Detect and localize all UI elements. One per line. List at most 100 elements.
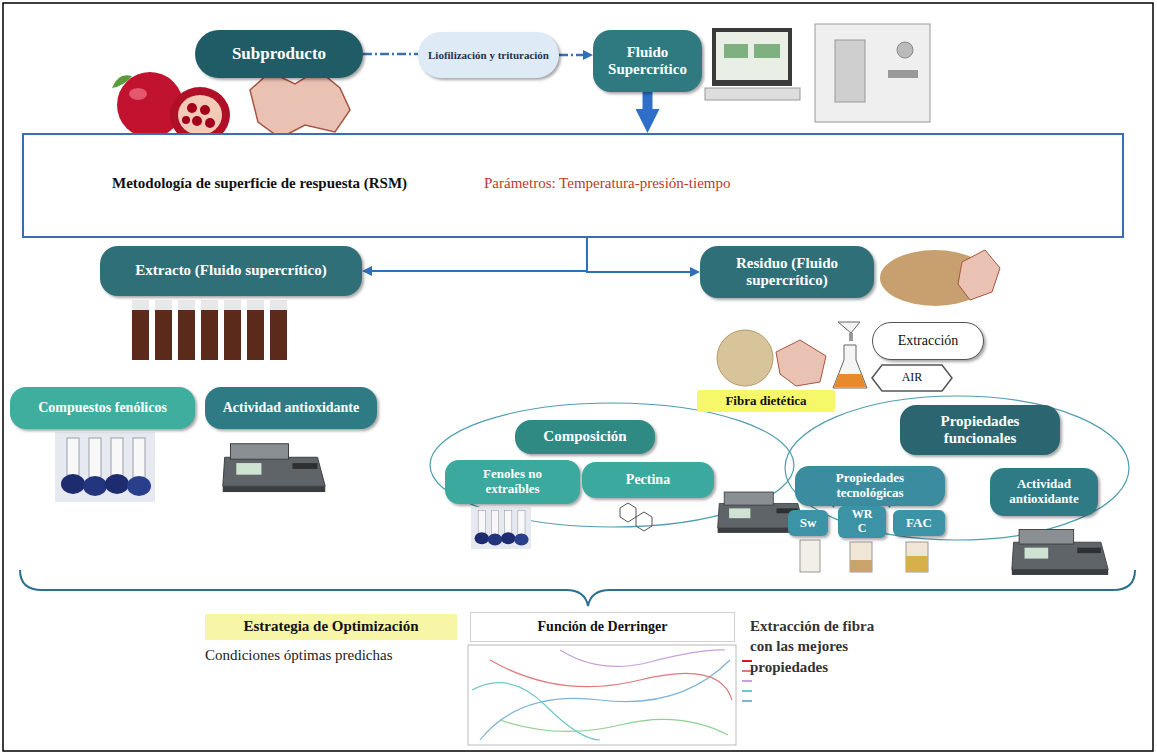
- node-text: Fibra dietética: [725, 394, 806, 409]
- node-text: Compuestos fenólicos: [38, 400, 167, 416]
- extract-vial: [224, 310, 241, 360]
- process-pill: Liofilización y trituración: [418, 32, 559, 78]
- node-text: Liofilización y trituración: [428, 49, 549, 62]
- node-text: Composición: [543, 428, 626, 445]
- fiber-highlight: Fibra dietética: [697, 390, 835, 412]
- peel-photo: [776, 340, 826, 386]
- oil-tube: [906, 542, 928, 572]
- output-box: Residuo (Fluido supercrítico): [700, 246, 874, 298]
- vial-cap: [247, 300, 264, 310]
- property-tag: WR C: [838, 506, 886, 538]
- summary-brace: [20, 570, 1135, 606]
- funnel-stem: [849, 333, 853, 341]
- group-heading: Composición: [515, 420, 655, 454]
- assay-tubes-photo: [55, 432, 155, 502]
- aril: [182, 116, 190, 124]
- analysis-box: Actividad antioxidante: [990, 468, 1098, 516]
- funnel: [838, 322, 860, 333]
- node-text: Subproducto: [232, 44, 326, 64]
- node-text: Propiedades funcionales: [930, 413, 1030, 448]
- analysis-box: Pectina: [582, 462, 714, 498]
- node-text: Función de Derringer: [538, 619, 668, 635]
- screen-panel: [754, 44, 780, 58]
- monitor: [712, 28, 792, 86]
- function-box: Función de Derringer: [470, 612, 735, 642]
- extractor-unit: [815, 24, 930, 122]
- note-text: Condiciones óptimas predichas: [205, 646, 465, 666]
- extraction-box: Extracción: [872, 322, 984, 360]
- pomegranate-inside: [178, 95, 222, 135]
- contour-line: [560, 650, 725, 667]
- rsm-band: Metodología de superficie de respuesta (…: [22, 133, 1124, 238]
- contour-line: [500, 719, 728, 735]
- outer-frame: [3, 3, 1153, 751]
- extractor-vessel: [835, 40, 865, 102]
- retention-tube: [850, 542, 872, 572]
- analysis-box: Fenoles no extraíbles: [445, 460, 580, 504]
- spectrophotometer-icon: [1012, 530, 1108, 575]
- tube-sample: [850, 560, 872, 572]
- molecule-icon: [636, 512, 652, 531]
- source-box: Subproducto: [195, 30, 363, 78]
- aril: [205, 118, 215, 128]
- contour-key-tick: [742, 700, 752, 702]
- dashed-connector: [363, 53, 418, 56]
- extract-vial: [270, 310, 287, 360]
- vial-cap: [132, 300, 149, 310]
- extract-vial: [201, 310, 218, 360]
- node-text: Estrategia de Optimización: [244, 618, 419, 635]
- fiber-photo: [717, 330, 773, 386]
- node-text: Fenoles no extraíbles: [463, 467, 563, 497]
- peel-photo: [958, 250, 1000, 300]
- group-heading: Propiedades funcionales: [900, 405, 1060, 455]
- node-text: Propiedades tecnológicas: [820, 471, 920, 501]
- air-arrow-shape: [872, 365, 952, 391]
- dashed-arrow: [559, 54, 583, 57]
- flask: [833, 345, 867, 388]
- aril: [200, 105, 210, 115]
- output-box: Extracto (Fluido supercrítico): [100, 246, 362, 296]
- contour-plot-frame: [468, 645, 736, 745]
- peel-photo: [250, 70, 350, 138]
- extract-vial: [247, 310, 264, 360]
- node-text: FAC: [906, 516, 932, 531]
- node-text: Actividad antioxidante: [223, 400, 360, 416]
- extract-vial: [132, 310, 149, 360]
- branch-arrow: [372, 238, 587, 271]
- control-panel: [888, 70, 918, 78]
- property-tag: FAC: [893, 510, 945, 536]
- aril: [187, 103, 197, 113]
- contour-line: [480, 660, 730, 740]
- method-box: Fluido Supercrítico: [593, 30, 702, 92]
- monitor-screen: [716, 32, 788, 80]
- node-text: Actividad antioxidante: [1000, 477, 1088, 507]
- flow-arrow: [643, 92, 653, 109]
- screen-panel: [724, 44, 748, 58]
- vial-cap: [270, 300, 287, 310]
- molecule-icon: [620, 503, 636, 522]
- contour-line: [472, 683, 600, 740]
- contour-key-tick: [742, 690, 752, 692]
- node-subtext: Parámetros: Temperatura-presión-tiempo: [484, 175, 731, 192]
- property-tag: Sw: [788, 510, 828, 536]
- extract-vial: [155, 310, 172, 360]
- extract-vial: [178, 310, 195, 360]
- vial-cap: [201, 300, 218, 310]
- analysis-box: Actividad antioxidante: [205, 387, 377, 429]
- node-text: Sw: [800, 516, 817, 531]
- pressure-gauge: [897, 42, 913, 58]
- tube-sample: [906, 556, 928, 572]
- air-arrow: AIR: [872, 364, 952, 392]
- node-text: Pectina: [626, 472, 670, 488]
- pomegranate-highlight: [129, 88, 147, 100]
- result-note: Extracción de fibra con las mejores prop…: [750, 616, 890, 677]
- node-text: Residuo (Fluido supercrítico): [708, 255, 866, 290]
- branch-arrow: [587, 238, 690, 272]
- flask-liquid: [834, 374, 866, 387]
- aril: [192, 116, 202, 126]
- vial-cap: [155, 300, 172, 310]
- analysis-box: Propiedades tecnológicas: [795, 466, 945, 506]
- contour-key-tick: [742, 680, 752, 682]
